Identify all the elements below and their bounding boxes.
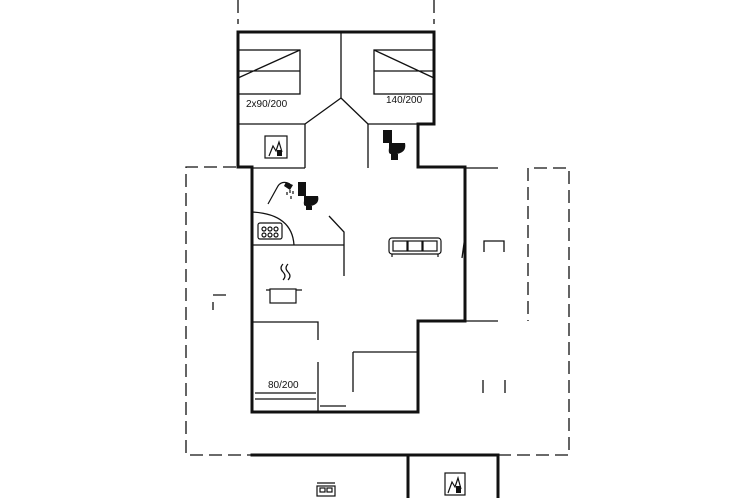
washing-machine-icon-utility bbox=[444, 472, 466, 496]
bed-label-140: 140/200 bbox=[386, 95, 423, 106]
terrace-outline bbox=[185, 0, 570, 456]
bed-left bbox=[237, 49, 301, 95]
shower-icon bbox=[267, 181, 294, 205]
stove-hob-icon bbox=[251, 211, 295, 246]
bed-label-80: 80/200 bbox=[268, 380, 299, 391]
sofa-icon bbox=[388, 237, 442, 257]
exterior-walls bbox=[236, 30, 500, 498]
bed-label-2x90: 2x90/200 bbox=[246, 99, 288, 110]
toilet-icon-upper bbox=[383, 130, 406, 160]
car-icon bbox=[316, 482, 336, 497]
toilet-icon-lower bbox=[298, 182, 319, 210]
terrace-chair bbox=[483, 240, 505, 252]
interior-walls bbox=[238, 32, 466, 413]
bed-right bbox=[373, 49, 435, 95]
cooking-pot-icon bbox=[266, 263, 302, 304]
washing-machine-icon bbox=[264, 135, 288, 159]
bed-small bbox=[255, 392, 316, 400]
